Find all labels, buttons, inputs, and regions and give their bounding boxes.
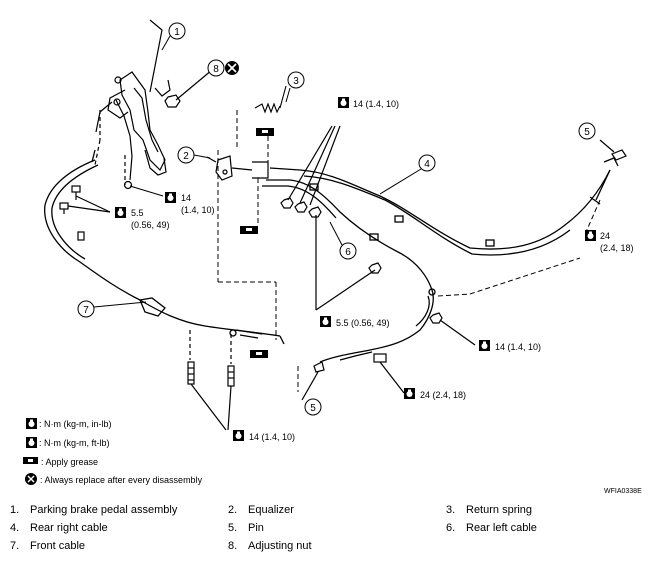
svg-text:14 (1.4, 10): 14 (1.4, 10) <box>249 432 295 442</box>
adjusting-nut <box>164 69 213 108</box>
svg-text:2: 2 <box>183 151 189 162</box>
callout-4: 4 <box>379 154 436 195</box>
svg-text:: N·m (kg-m, ft-lb): : N·m (kg-m, ft-lb) <box>39 438 110 448</box>
part-item: 8.Adjusting nut <box>228 540 312 552</box>
svg-text:7: 7 <box>83 305 89 316</box>
part-item: 6.Rear left cable <box>446 522 537 534</box>
torque-label-mid-right: 14 (1.4, 10) <box>479 340 541 352</box>
cable-bolts <box>280 125 476 346</box>
legend-torque-inlb: : N·m (kg-m, in-lb) <box>26 418 112 429</box>
figure-id: WFIA0338E <box>604 488 642 495</box>
svg-text:1: 1 <box>174 27 180 38</box>
callout-2: 2 <box>177 146 211 164</box>
svg-text:14: 14 <box>181 193 191 203</box>
bottom-bolts <box>187 330 405 431</box>
rear-right-cable <box>269 157 619 256</box>
svg-text:5.5 (0.56, 49): 5.5 (0.56, 49) <box>336 318 390 328</box>
grease-icon-mid <box>240 226 258 234</box>
torque-label-mid: 5.5 (0.56, 49) <box>320 316 390 328</box>
pin-bottom <box>301 361 325 401</box>
equalizer <box>206 155 269 181</box>
callout-8: 8 <box>207 59 225 77</box>
svg-text:6: 6 <box>345 247 351 258</box>
svg-text:24 (2.4, 18): 24 (2.4, 18) <box>420 390 466 400</box>
callout-5-top: 5 <box>578 122 596 140</box>
torque-label-bottom-right: 24 (2.4, 18) <box>404 388 466 400</box>
parking-brake-diagram: 1 8 3 2 4 5 6 7 5 14 (1.4, <box>23 19 634 485</box>
svg-text:: Always replace after every d: : Always replace after every disassembly <box>40 475 203 485</box>
callout-3: 3 <box>285 71 305 103</box>
torque-label-pedal: 14 (1.4, 10) <box>165 192 215 215</box>
grease-icon-top <box>256 128 274 136</box>
replace-icon <box>225 61 239 75</box>
svg-text:3: 3 <box>293 76 299 87</box>
svg-text:(1.4, 10): (1.4, 10) <box>181 205 215 215</box>
svg-text:(0.56, 49): (0.56, 49) <box>131 220 170 230</box>
torque-label-top: 14 (1.4, 10) <box>338 97 399 109</box>
torque-label-bottom: 14 (1.4, 10) <box>233 430 295 442</box>
svg-text:24: 24 <box>600 231 610 241</box>
svg-text:(2.4, 18): (2.4, 18) <box>600 243 634 253</box>
torque-label-left: 5.5 (0.56, 49) <box>115 207 170 230</box>
legend-torque-ftlb: : N·m (kg-m, ft-lb) <box>26 437 110 448</box>
torque-label-right: 24 (2.4, 18) <box>585 230 634 253</box>
svg-text:4: 4 <box>424 159 430 170</box>
grease-icon-bottom <box>250 350 268 358</box>
pin-top <box>599 139 627 161</box>
svg-text:14 (1.4, 10): 14 (1.4, 10) <box>353 99 399 109</box>
svg-text:5: 5 <box>584 127 590 138</box>
parts-list: 1.Parking brake pedal assembly 2.Equaliz… <box>0 500 650 560</box>
svg-text:: N·m (kg-m, in-lb): : N·m (kg-m, in-lb) <box>39 419 112 429</box>
callout-6: 6 <box>329 221 357 260</box>
legend: : N·m (kg-m, in-lb) : N·m (kg-m, ft-lb) … <box>23 418 203 485</box>
callout-5-bottom: 5 <box>304 398 322 416</box>
rear-left-cable <box>262 179 436 363</box>
svg-text:5: 5 <box>310 403 316 414</box>
front-cable-brackets <box>59 185 111 241</box>
legend-grease: : Apply grease <box>23 457 98 467</box>
front-cable <box>44 149 285 345</box>
part-item: 4.Rear right cable <box>10 522 108 534</box>
part-item: 2.Equalizer <box>228 504 294 516</box>
return-spring <box>254 85 287 114</box>
rear-guides <box>297 199 601 392</box>
callout-7: 7 <box>77 300 147 318</box>
part-item: 5.Pin <box>228 522 264 534</box>
svg-text:5.5: 5.5 <box>131 208 144 218</box>
svg-text:8: 8 <box>213 64 219 75</box>
svg-text:: Apply grease: : Apply grease <box>41 457 98 467</box>
part-item: 1.Parking brake pedal assembly <box>10 504 178 516</box>
part-item: 3.Return spring <box>446 504 533 516</box>
callout-1: 1 <box>168 22 186 40</box>
part-item: 7.Front cable <box>10 540 86 552</box>
parking-brake-pedal-assembly <box>94 19 171 190</box>
svg-text:14 (1.4, 10): 14 (1.4, 10) <box>495 342 541 352</box>
legend-replace: : Always replace after every disassembly <box>25 473 203 485</box>
equalizer-guides <box>217 110 277 340</box>
